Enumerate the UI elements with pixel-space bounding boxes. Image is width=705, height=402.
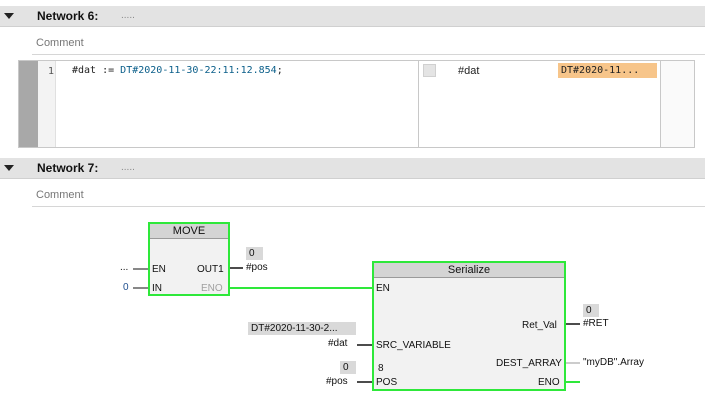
collapse-arrow-icon[interactable] (4, 13, 14, 19)
network-6-title-placeholder[interactable]: ..... (121, 10, 135, 21)
serialize-pin-ret-val[interactable]: Ret_Val (522, 320, 557, 331)
move-block[interactable]: MOVE (148, 222, 230, 296)
serialize-ret-operand[interactable]: #RET (583, 318, 609, 329)
move-out1-operand[interactable]: #pos (246, 262, 268, 273)
move-pin-in[interactable]: IN (152, 283, 162, 294)
serialize-pin-eno[interactable]: ENO (538, 377, 560, 388)
move-pin-out1[interactable]: OUT1 (197, 264, 224, 275)
scl-gutter (19, 61, 38, 147)
scl-code-line[interactable]: #dat := DT#2020-11-30-22:11:12.854; (72, 65, 283, 76)
scl-line-numbers (38, 61, 56, 147)
serialize-pin-dest-array[interactable]: DEST_ARRAY (496, 358, 562, 369)
network-7-comment[interactable]: Comment (32, 183, 705, 207)
scl-scroll-area[interactable] (661, 61, 694, 147)
watch-row-marker[interactable] (423, 64, 436, 77)
network-7-comment-text: Comment (36, 189, 84, 201)
serialize-block[interactable]: Serialize (372, 261, 566, 391)
serialize-src-monitor-value: DT#2020-11-30-2... (248, 322, 356, 335)
serialize-pin-en[interactable]: EN (376, 283, 390, 294)
serialize-src-operand[interactable]: #dat (328, 338, 348, 349)
network-7-title: Network 7: (37, 161, 99, 175)
serialize-pos-operand[interactable]: #pos (326, 376, 348, 387)
move-pin-eno[interactable]: ENO (201, 283, 223, 294)
network-7-title-placeholder[interactable]: ..... (121, 162, 135, 173)
move-in-operand[interactable]: 0 (123, 282, 129, 293)
line-number: 1 (48, 66, 55, 77)
serialize-pin-src-variable[interactable]: SRC_VARIABLE (376, 340, 451, 351)
network-6-comment-text: Comment (36, 37, 84, 49)
serialize-ret-monitor-value: 0 (583, 304, 599, 317)
network-7-header[interactable]: Network 7: ..... (0, 158, 705, 179)
code-variable: #dat := (72, 65, 121, 76)
serialize-block-title: Serialize (374, 263, 564, 278)
code-terminator: ; (276, 65, 283, 76)
watch-variable-name: #dat (458, 65, 480, 77)
serialize-dest-operand[interactable]: "myDB".Array (583, 357, 644, 368)
watch-pane: #dat DT#2020-11... (418, 61, 661, 147)
collapse-arrow-icon[interactable] (4, 165, 14, 171)
scl-editor[interactable]: 1 #dat := DT#2020-11-30-22:11:12.854; #d… (18, 60, 695, 148)
network-6-header[interactable]: Network 6: ..... (0, 6, 705, 27)
serialize-pos-inner-value: 8 (378, 363, 384, 374)
code-constant: DT#2020-11-30-22:11:12.854 (120, 65, 277, 76)
move-en-operand[interactable]: ... (120, 262, 129, 273)
watch-variable-value: DT#2020-11... (558, 63, 657, 78)
move-pin-en[interactable]: EN (152, 264, 166, 275)
serialize-pin-pos[interactable]: POS (376, 377, 398, 388)
serialize-pos-monitor-value: 0 (340, 361, 356, 374)
move-out1-monitor-value: 0 (246, 247, 263, 260)
network-6-title: Network 6: (37, 9, 99, 23)
move-block-title: MOVE (150, 224, 228, 239)
network-6-comment[interactable]: Comment (32, 31, 705, 55)
